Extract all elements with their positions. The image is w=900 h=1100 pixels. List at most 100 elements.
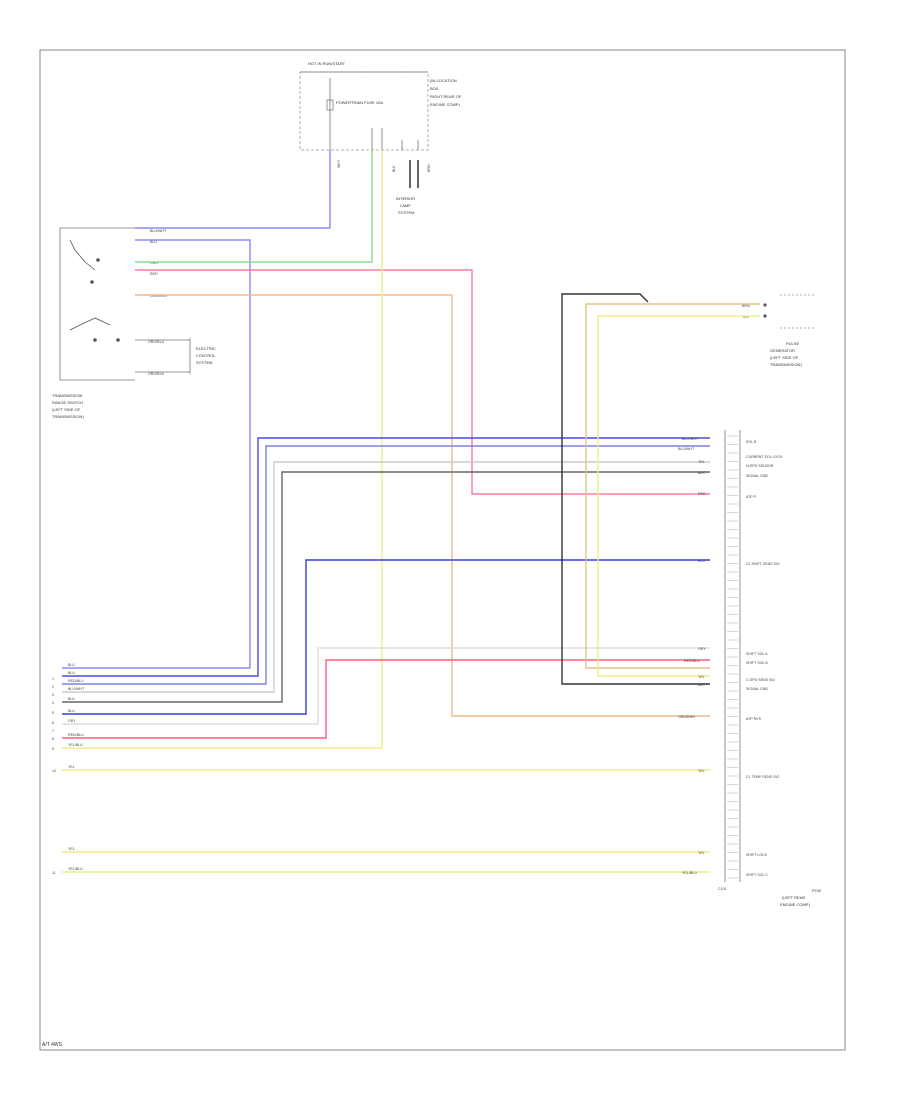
top-module-header: HOT IN RUN/START: [308, 61, 346, 66]
pcm-wire-7: GRY: [698, 647, 706, 651]
wire-blu-wht-a: [62, 437, 710, 677]
location-line-4: ENGINE COMP): [430, 102, 460, 107]
wire-gry: [62, 647, 710, 725]
switch-lower-wire-2: ORG/BLK: [148, 372, 165, 376]
pulse-wire-1: BRN: [742, 304, 750, 308]
left-pin-9: 9: [52, 747, 54, 751]
transmission-range-switch: TRANSMISSION RANGE SWITCH (LEFT SIDE OF …: [52, 227, 216, 419]
pcm-signal-7: SHIFT SOL A: [746, 652, 768, 656]
left-wire-5: BLK: [68, 697, 75, 701]
pcm-connector: BLU/WHT BLU/WHT YEL BLK RED BLU GRY RED/…: [678, 430, 821, 907]
wire-blu-switch: [62, 239, 251, 669]
switch-caption-2: RANGE SWITCH: [52, 400, 83, 405]
pcm-caption-1: PCM: [812, 888, 821, 893]
pcm-caption-2: (LEFT REAR: [782, 895, 805, 900]
wire-blk-loop: [561, 293, 710, 685]
pulse-caption-2: GENERATOR: [770, 348, 795, 353]
pcm-wire-3: YEL: [698, 460, 705, 464]
pcm-signal-13: SHIFT LOCK: [746, 853, 768, 857]
switch-wire-4: RED: [150, 272, 158, 276]
left-wire-8: RED/BLU: [68, 733, 84, 737]
wire-yel-n: [62, 461, 710, 693]
wire-blu-clshift: [62, 559, 710, 715]
pcm-signal-1: SOL B: [746, 440, 757, 444]
interior-label-2: LAMP: [400, 203, 411, 208]
pcm-signal-8: SHIFT SOL B: [746, 661, 768, 665]
left-pin-6: 6: [52, 721, 54, 725]
pcm-signal-11: ATP RVS: [746, 717, 762, 721]
switch-caption-3: (LEFT SIDE OF: [52, 407, 81, 412]
top-fuse-module: HOT IN RUN/START POWERTRAIN FUSE 10A (IN…: [299, 61, 462, 215]
pulse-generator: BRN YEL PULSE GENERATOR (LEFT SIDE OF TR…: [742, 294, 815, 367]
top-wire-label-6: BRN: [427, 164, 431, 172]
pcm-signal-2: CURRENT SOL LOCK: [746, 455, 783, 459]
left-pin-2: 2: [52, 685, 54, 689]
top-wire-label-1: WHT: [337, 159, 341, 168]
left-pin-3: 3: [52, 693, 54, 697]
interior-label-3: SYSTEM: [398, 210, 414, 215]
pcm-wire-8: RED/BLU: [684, 659, 700, 663]
wire-blu-wht-b: [62, 445, 710, 685]
pcm-signal-10: SIGNAL GND: [746, 687, 768, 691]
pcm-wire-13: YEL: [698, 851, 705, 855]
pcm-wire-14: YEL/BLU: [682, 871, 697, 875]
pcm-signal-5: ATP P: [746, 495, 757, 499]
diagram-frame: [39, 49, 846, 1051]
left-wire-4: BLU/WHT: [68, 687, 85, 691]
switch-wire-3: GRN: [150, 261, 158, 265]
pulse-wire-2: YEL: [742, 315, 749, 319]
left-wire-6: BLU: [68, 709, 75, 713]
top-wire-label-4: BLK: [392, 165, 396, 172]
diagram-footer: A/T 4WS: [42, 1042, 63, 1048]
left-pin-5: 5: [52, 711, 54, 715]
left-wire-7: GRY: [68, 719, 76, 723]
left-wire-11: YEL: [68, 847, 75, 851]
wire-red-blu: [62, 659, 710, 739]
wire-red-switch: [135, 269, 710, 495]
pulse-caption-4: TRANSMISSION): [770, 362, 802, 367]
wire-brn-pulse: [585, 303, 760, 669]
pcm-wire-2: BLU/WHT: [678, 447, 695, 451]
pcm-signal-6: CL SHIFT SENS SIG: [746, 562, 780, 566]
left-connector: 1 2 3 4 5 6 7 8 9 10 11 BLU BLU RED/BLU …: [52, 663, 85, 875]
wire-org-switch: [135, 294, 710, 717]
pcm-signal-3: N-SPD SENSOR: [746, 464, 774, 468]
pcm-wire-9: YEL: [698, 675, 705, 679]
ecs-label-2: CONTROL: [196, 353, 216, 358]
wire-yel-pulse: [597, 315, 760, 677]
left-wire-12: YEL/BLU: [68, 867, 83, 871]
wire-yel-top: [62, 150, 383, 749]
wire-grn-top: [135, 150, 373, 263]
ecs-label-3: SYSTEM: [196, 360, 212, 365]
location-line-1: (IN LOCATION: [430, 78, 457, 83]
pcm-wire-12: YEL: [698, 769, 705, 773]
left-wire-2: BLU: [68, 671, 75, 675]
left-wire-10: YEL: [68, 765, 75, 769]
pcm-signal-12: CL TEMP SENS SIG: [746, 775, 779, 779]
left-pin-11: 11: [52, 871, 56, 875]
switch-caption-4: TRANSMISSION): [52, 414, 84, 419]
left-pin-8: 8: [52, 737, 54, 741]
left-pin-10: 10: [52, 769, 56, 773]
left-pin-7: 7: [52, 729, 54, 733]
pcm-connector-id: C101: [718, 887, 727, 891]
fuse-icon: [326, 99, 334, 111]
pcm-pin-ticks: [727, 435, 738, 879]
pulse-caption-1: PULSE: [786, 341, 799, 346]
pcm-wire-11: ORG/BRN: [678, 715, 695, 719]
left-wire-1: BLU: [68, 663, 75, 667]
wire-blk-gnd: [62, 471, 710, 703]
wire-traces: [62, 150, 760, 873]
pcm-signal-4: SIGNAL GND: [746, 474, 768, 478]
pcm-wire-6: BLU: [698, 559, 705, 563]
pcm-signal-9: C-SPD SENS SIG: [746, 678, 775, 682]
switch-lower-wire-1: ORG/BLU: [148, 340, 165, 344]
pcm-wire-10: BLK: [698, 683, 705, 687]
pcm-signal-14: SHIFT SOL C: [746, 873, 768, 877]
fuse-label: POWERTRAIN FUSE 10A: [336, 100, 383, 105]
wire-blu-wht-top: [135, 150, 331, 229]
ecs-label-1: ELECTRIC: [196, 346, 216, 351]
interior-label-1: INTERIOR: [396, 196, 415, 201]
switch-caption-1: TRANSMISSION: [52, 393, 83, 398]
left-pin-4: 4: [52, 701, 54, 705]
